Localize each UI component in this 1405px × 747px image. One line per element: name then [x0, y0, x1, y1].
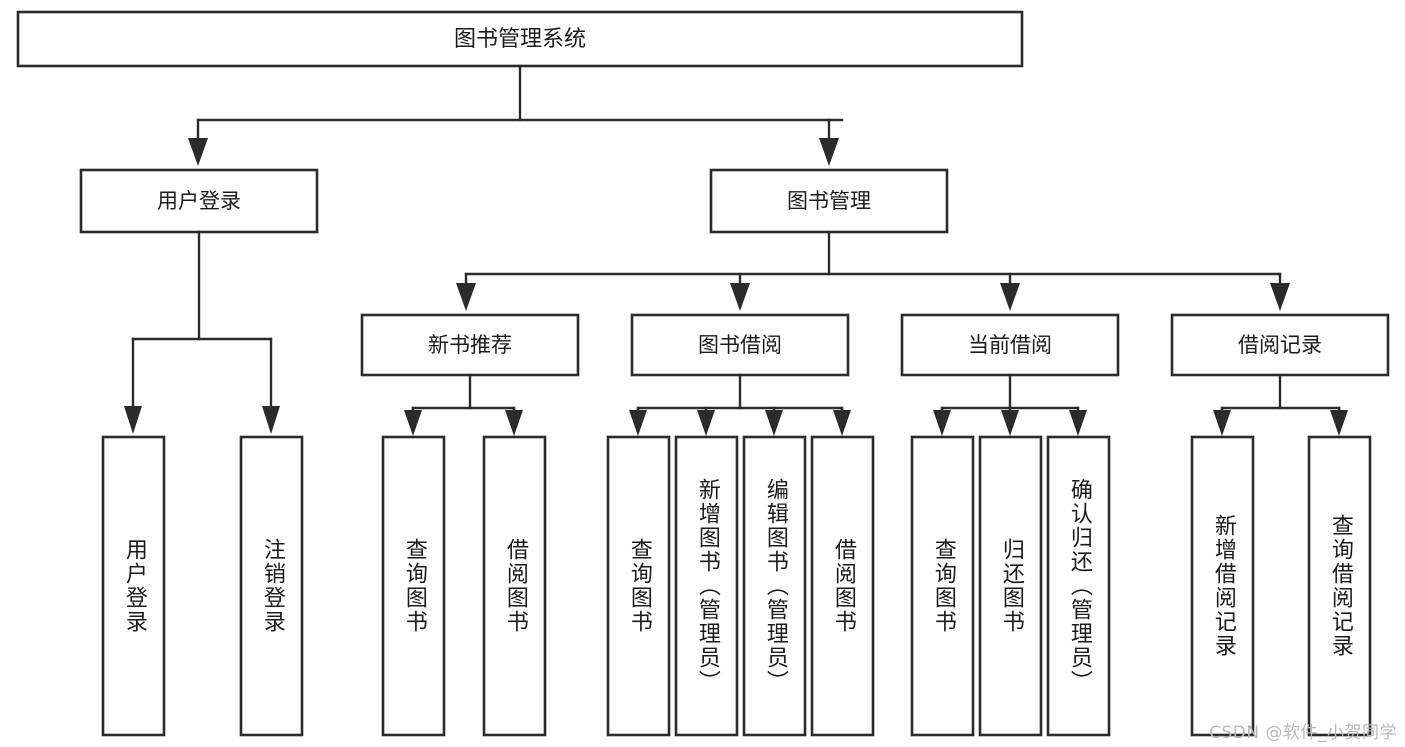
- leaf-box-nbr-borrow-book[interactable]: [482, 435, 547, 737]
- node-borrow-record[interactable]: 借阅记录: [1170, 313, 1390, 377]
- arrow-nbr-leaf-2: [505, 410, 523, 436]
- arrow-to-book-management: [819, 138, 839, 166]
- new-book-recommend-box-shape: [360, 313, 580, 377]
- arrow-to-current-borrow: [1000, 283, 1020, 311]
- connector-new-book-recommend-to-leaves: [404, 373, 523, 436]
- current-borrow-box-shape: [900, 313, 1120, 377]
- arrow-cb-leaf-3: [1069, 410, 1087, 436]
- arrow-to-borrow-record: [1270, 283, 1290, 311]
- arrow-to-new-book-recommend: [456, 283, 476, 311]
- csdn-watermark: CSDN @软件_小贺同学: [1209, 723, 1397, 743]
- current-borrow-label: 当前借阅: [968, 333, 1052, 357]
- node-book-borrow[interactable]: 图书借阅: [630, 313, 850, 377]
- leaf-box-br-add-record[interactable]: [1190, 435, 1255, 737]
- leaf-box-bb-edit-book[interactable]: [742, 435, 807, 737]
- arrow-br-leaf-1: [1213, 410, 1231, 436]
- arrow-bb-leaf-3: [765, 410, 783, 436]
- arrow-to-leaf-user-login: [124, 406, 142, 434]
- connector-current-borrow-to-leaves: [933, 373, 1087, 436]
- book-management-box-shape: [709, 168, 949, 234]
- node-new-book-recommend[interactable]: 新书推荐: [360, 313, 580, 377]
- book-borrow-label: 图书借阅: [698, 333, 782, 357]
- connector-book-borrow-to-leaves: [629, 373, 851, 436]
- leaf-box-cb-confirm-return[interactable]: [1046, 435, 1111, 737]
- borrow-record-label: 借阅记录: [1238, 333, 1322, 357]
- arrow-cb-leaf-1: [933, 410, 951, 436]
- leaf-box-logout[interactable]: [239, 435, 304, 737]
- leaf-box-bb-add-book[interactable]: [674, 435, 739, 737]
- arrow-br-leaf-2: [1330, 410, 1348, 436]
- arrow-to-user-login: [188, 138, 208, 166]
- user-login-label: 用户登录: [157, 189, 241, 213]
- connector-borrow-record-to-leaves: [1213, 373, 1348, 436]
- arrow-to-book-borrow: [730, 283, 750, 311]
- connector-root-to-level2: [188, 64, 844, 166]
- root-box-shape: [16, 10, 1024, 68]
- leaf-box-bb-query-book[interactable]: [606, 435, 671, 737]
- arrow-nbr-leaf-1: [404, 410, 422, 436]
- arrow-cb-leaf-2: [1001, 410, 1019, 436]
- connector-user-login-to-leaves: [124, 230, 280, 434]
- new-book-recommend-label: 新书推荐: [428, 333, 512, 357]
- node-book-management[interactable]: 图书管理: [709, 168, 949, 234]
- leaf-box-bb-borrow-book[interactable]: [810, 435, 875, 737]
- leaf-box-br-query-record[interactable]: [1307, 435, 1372, 737]
- arrow-bb-leaf-4: [833, 410, 851, 436]
- book-management-label: 图书管理: [787, 189, 871, 213]
- arrow-bb-leaf-2: [697, 410, 715, 436]
- arrow-to-leaf-logout: [262, 406, 280, 434]
- borrow-record-box-shape: [1170, 313, 1390, 377]
- leaf-box-cb-return-book[interactable]: [978, 435, 1043, 737]
- leaf-box-cb-query-book[interactable]: [910, 435, 975, 737]
- arrow-bb-leaf-1: [629, 410, 647, 436]
- node-current-borrow[interactable]: 当前借阅: [900, 313, 1120, 377]
- connector-book-management-to-level3: [456, 230, 1290, 311]
- leaf-box-nbr-query-book[interactable]: [381, 435, 446, 737]
- root-label: 图书管理系统: [454, 27, 586, 52]
- book-borrow-box-shape: [630, 313, 850, 377]
- node-root-book-management-system[interactable]: 图书管理系统: [16, 10, 1024, 68]
- node-user-login[interactable]: 用户登录: [79, 168, 319, 234]
- leaf-box-user-login[interactable]: [101, 435, 166, 737]
